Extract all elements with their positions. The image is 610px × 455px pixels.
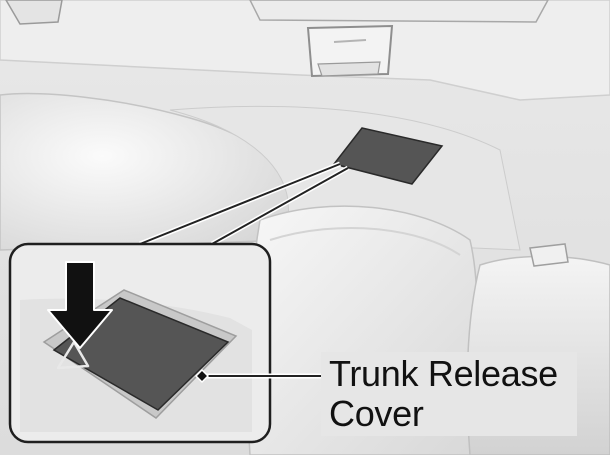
trunk-release-cover-label: Trunk Release Cover	[321, 352, 577, 436]
push-down-arrow-icon	[47, 261, 113, 349]
label-line-2: Cover	[329, 393, 424, 434]
label-line-1: Trunk Release	[329, 353, 558, 394]
leader-line-right	[211, 167, 349, 245]
callout-pointer-dot	[194, 368, 210, 384]
top-panel-edge	[249, 0, 549, 23]
anchor-detail-line	[333, 39, 367, 43]
right-seat-latch	[529, 243, 569, 267]
center-shelf-area	[169, 105, 521, 251]
rear-shelf	[0, 0, 610, 101]
top-clip-left	[5, 0, 63, 25]
seat-seam	[269, 227, 461, 256]
triangle-mark-icon	[56, 340, 90, 370]
trunk-release-cover-scene	[332, 127, 444, 185]
tether-anchor-base	[317, 61, 381, 77]
leader-line-left	[139, 163, 341, 245]
